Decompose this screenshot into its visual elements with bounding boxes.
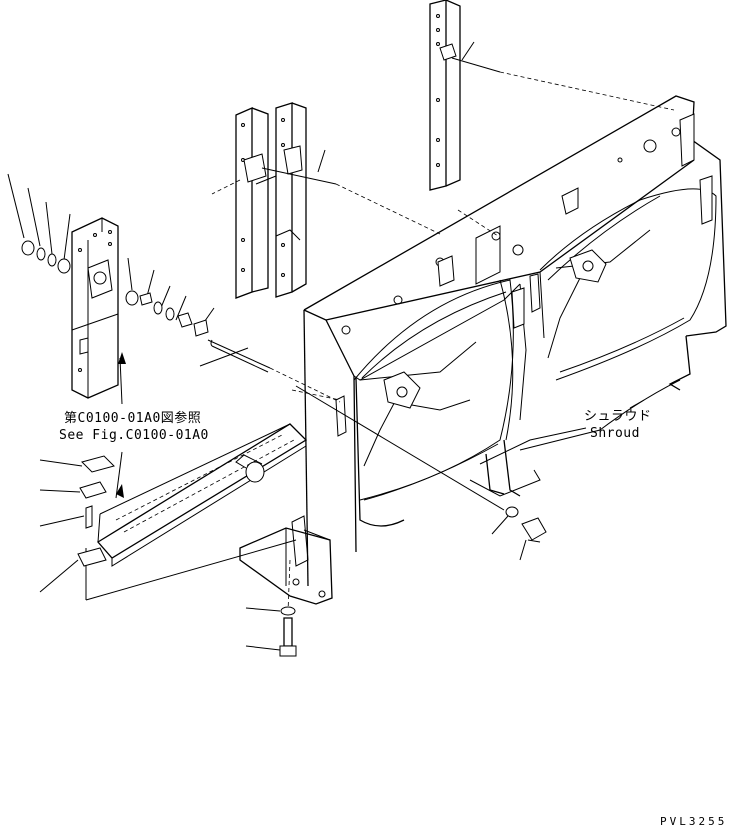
left-side-bracket <box>71 217 119 399</box>
fastener-stack-left <box>7 173 271 373</box>
drawing-number: PVL3255 <box>660 815 728 828</box>
reference-note-en: See Fig.C0100-01A0 <box>59 428 209 443</box>
lower-mount-plate <box>39 423 308 593</box>
shroud-label-en: Shroud <box>590 426 640 441</box>
reference-note-jp: 第C0100-01A0図参照 <box>64 411 202 426</box>
middle-bracket-pair <box>235 102 337 299</box>
bottom-bolt-and-washer <box>245 606 297 657</box>
shroud-label-jp: シュラウド <box>584 409 652 424</box>
upper-rear-bracket <box>429 0 501 191</box>
assembly-lines <box>85 71 675 613</box>
fastener-stack-right <box>491 506 547 561</box>
leader-lines <box>118 352 645 465</box>
shroud-frame <box>239 95 727 605</box>
